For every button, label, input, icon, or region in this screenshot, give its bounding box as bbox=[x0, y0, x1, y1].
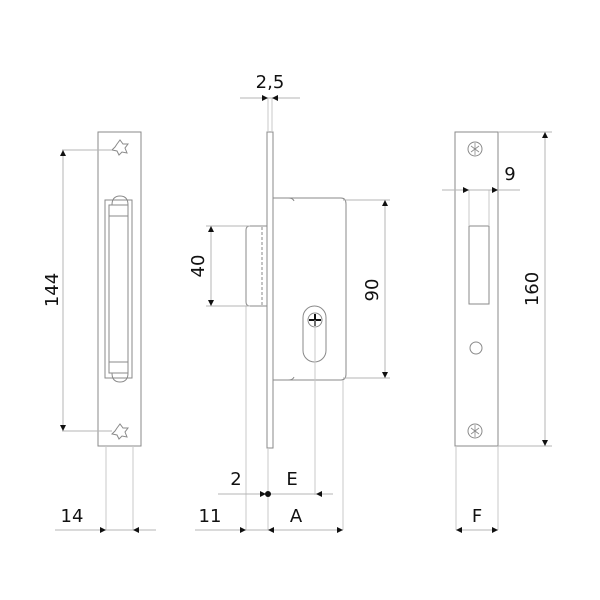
screw-icon-bottom bbox=[110, 423, 129, 440]
dimension-144: 144 bbox=[42, 149, 112, 432]
latch-opening bbox=[468, 225, 490, 305]
label-11: 11 bbox=[199, 506, 222, 527]
strike-plate-view bbox=[97, 131, 142, 530]
latch-bolt bbox=[245, 225, 267, 307]
dimension-2-e: 2 E bbox=[218, 469, 333, 497]
label-144: 144 bbox=[42, 273, 63, 307]
faceplate-view bbox=[454, 131, 499, 530]
dimension-90: 90 bbox=[343, 199, 390, 379]
screw-icon-top bbox=[110, 139, 129, 156]
label-14: 14 bbox=[61, 506, 84, 527]
label-2-5: 2,5 bbox=[256, 72, 285, 93]
label-2: 2 bbox=[230, 469, 241, 490]
dimension-14: 14 bbox=[55, 506, 156, 533]
strike-plate-outline bbox=[97, 131, 142, 447]
label-a: A bbox=[290, 506, 303, 527]
screw-icon-top bbox=[467, 141, 483, 157]
keeper-outline bbox=[104, 199, 133, 379]
faceplate-outline bbox=[454, 131, 499, 447]
dimension-2-5: 2,5 bbox=[240, 72, 300, 132]
label-9: 9 bbox=[504, 164, 515, 185]
screw-icon-bottom bbox=[467, 423, 483, 439]
dimension-160: 160 bbox=[498, 131, 552, 447]
dimension-40: 40 bbox=[188, 225, 250, 307]
label-90: 90 bbox=[362, 279, 383, 302]
dimension-9: 9 bbox=[442, 164, 520, 193]
cylinder-hole bbox=[469, 341, 483, 355]
label-f: F bbox=[472, 506, 482, 527]
label-40: 40 bbox=[188, 255, 209, 278]
label-160: 160 bbox=[522, 272, 543, 306]
dimension-f: F bbox=[456, 506, 498, 533]
dimension-11-a: 11 A bbox=[195, 506, 343, 533]
label-e: E bbox=[286, 469, 297, 490]
faceplate-side bbox=[266, 131, 274, 449]
lock-case bbox=[273, 197, 347, 381]
